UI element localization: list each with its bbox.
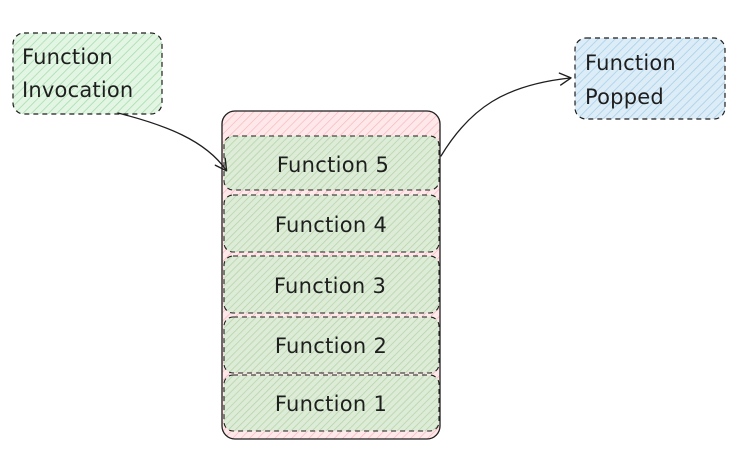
stack-frame-3-label: Function 3 xyxy=(274,274,386,298)
stack-frame-5-label: Function 5 xyxy=(277,153,389,177)
push-arrow xyxy=(117,112,228,172)
stack-frame-4-label: Function 4 xyxy=(275,213,387,237)
popped-note-line1: Function xyxy=(585,51,676,75)
pop-arrow xyxy=(440,72,572,157)
stack-frame-5: Function 5 xyxy=(223,135,440,191)
function-popped-note: Function Popped xyxy=(574,37,726,120)
stack-frame-1-label: Function 1 xyxy=(275,392,387,416)
stack-frame-4: Function 4 xyxy=(223,194,440,253)
invocation-note-line2: Invocation xyxy=(22,78,133,102)
popped-note-line2: Popped xyxy=(585,85,664,109)
stack-frame-3: Function 3 xyxy=(223,255,440,314)
function-invocation-note: Function Invocation xyxy=(12,32,163,115)
stack-frame-2-label: Function 2 xyxy=(275,334,387,358)
stack-frame-1: Function 1 xyxy=(223,374,440,432)
call-stack: Function 5 Function 4 Function 3 Functio… xyxy=(221,110,441,440)
invocation-note-line1: Function xyxy=(22,45,113,69)
stack-frame-2: Function 2 xyxy=(223,316,440,374)
